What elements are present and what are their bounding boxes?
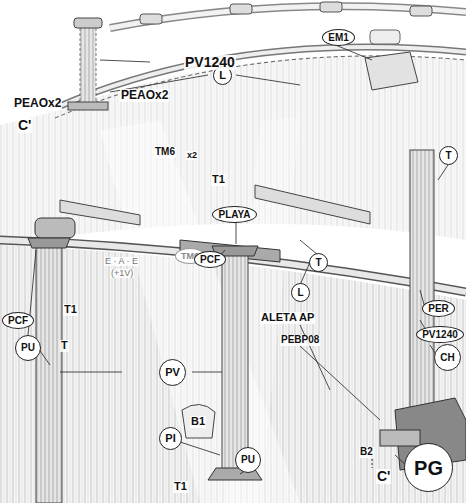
callout-text: CH (440, 353, 454, 363)
part-label: B2 (359, 447, 374, 458)
callout-text: PU (241, 455, 255, 465)
part-callout: CH (434, 344, 461, 371)
part-callout: PER (422, 300, 455, 317)
part-label: PEAOx2 (13, 97, 62, 110)
part-label: TM6 (154, 147, 176, 158)
part-callout: PCF (194, 251, 226, 268)
callout-text: PCF (200, 255, 220, 265)
callout-text: PI (165, 433, 175, 444)
callout-text: PU (21, 343, 35, 353)
part-callout: PV (159, 359, 186, 386)
part-circle: PG (404, 443, 453, 492)
part-callout: PCF (2, 312, 34, 329)
part-label: PV1240 (184, 55, 236, 70)
part-callout: L (291, 283, 310, 302)
part-label: PEAOx2 (120, 89, 169, 102)
part-callout: PV1240 (416, 326, 464, 343)
part-label: x2 (186, 151, 198, 160)
callout-text: T (445, 151, 451, 161)
part-label: ALETA AP (260, 312, 315, 324)
part-callout: T (439, 146, 458, 165)
part-label: (+1V) (110, 269, 134, 278)
callout-text: PV1240 (422, 330, 458, 340)
part-label: T1 (173, 481, 188, 493)
callout-text: L (219, 70, 226, 81)
part-label: C' (376, 469, 391, 484)
callout-text: PER (428, 304, 449, 314)
part-label: B1 (190, 416, 206, 428)
part-label: T1 (211, 174, 226, 186)
part-label: T (60, 340, 69, 352)
callout-text: EM1 (328, 33, 349, 43)
part-callout: EM1 (322, 29, 355, 46)
callout-text: PLAYA (218, 210, 250, 220)
callout-text: L (297, 288, 303, 298)
part-callout: PLAYA (212, 206, 257, 223)
part-callout: PU (15, 335, 41, 361)
callout-text: T (315, 258, 321, 268)
part-label: C' (17, 118, 32, 133)
part-label: PEBP08 (280, 335, 320, 346)
callout-text: PV (165, 367, 180, 378)
callout-text: PG (414, 458, 443, 478)
part-callout: PI (159, 427, 182, 450)
part-label: E · A · E (104, 257, 139, 266)
callout-text: PCF (8, 316, 28, 326)
part-callout: T (309, 253, 328, 272)
part-callout: PU (235, 447, 261, 473)
part-label: T1 (63, 304, 78, 316)
